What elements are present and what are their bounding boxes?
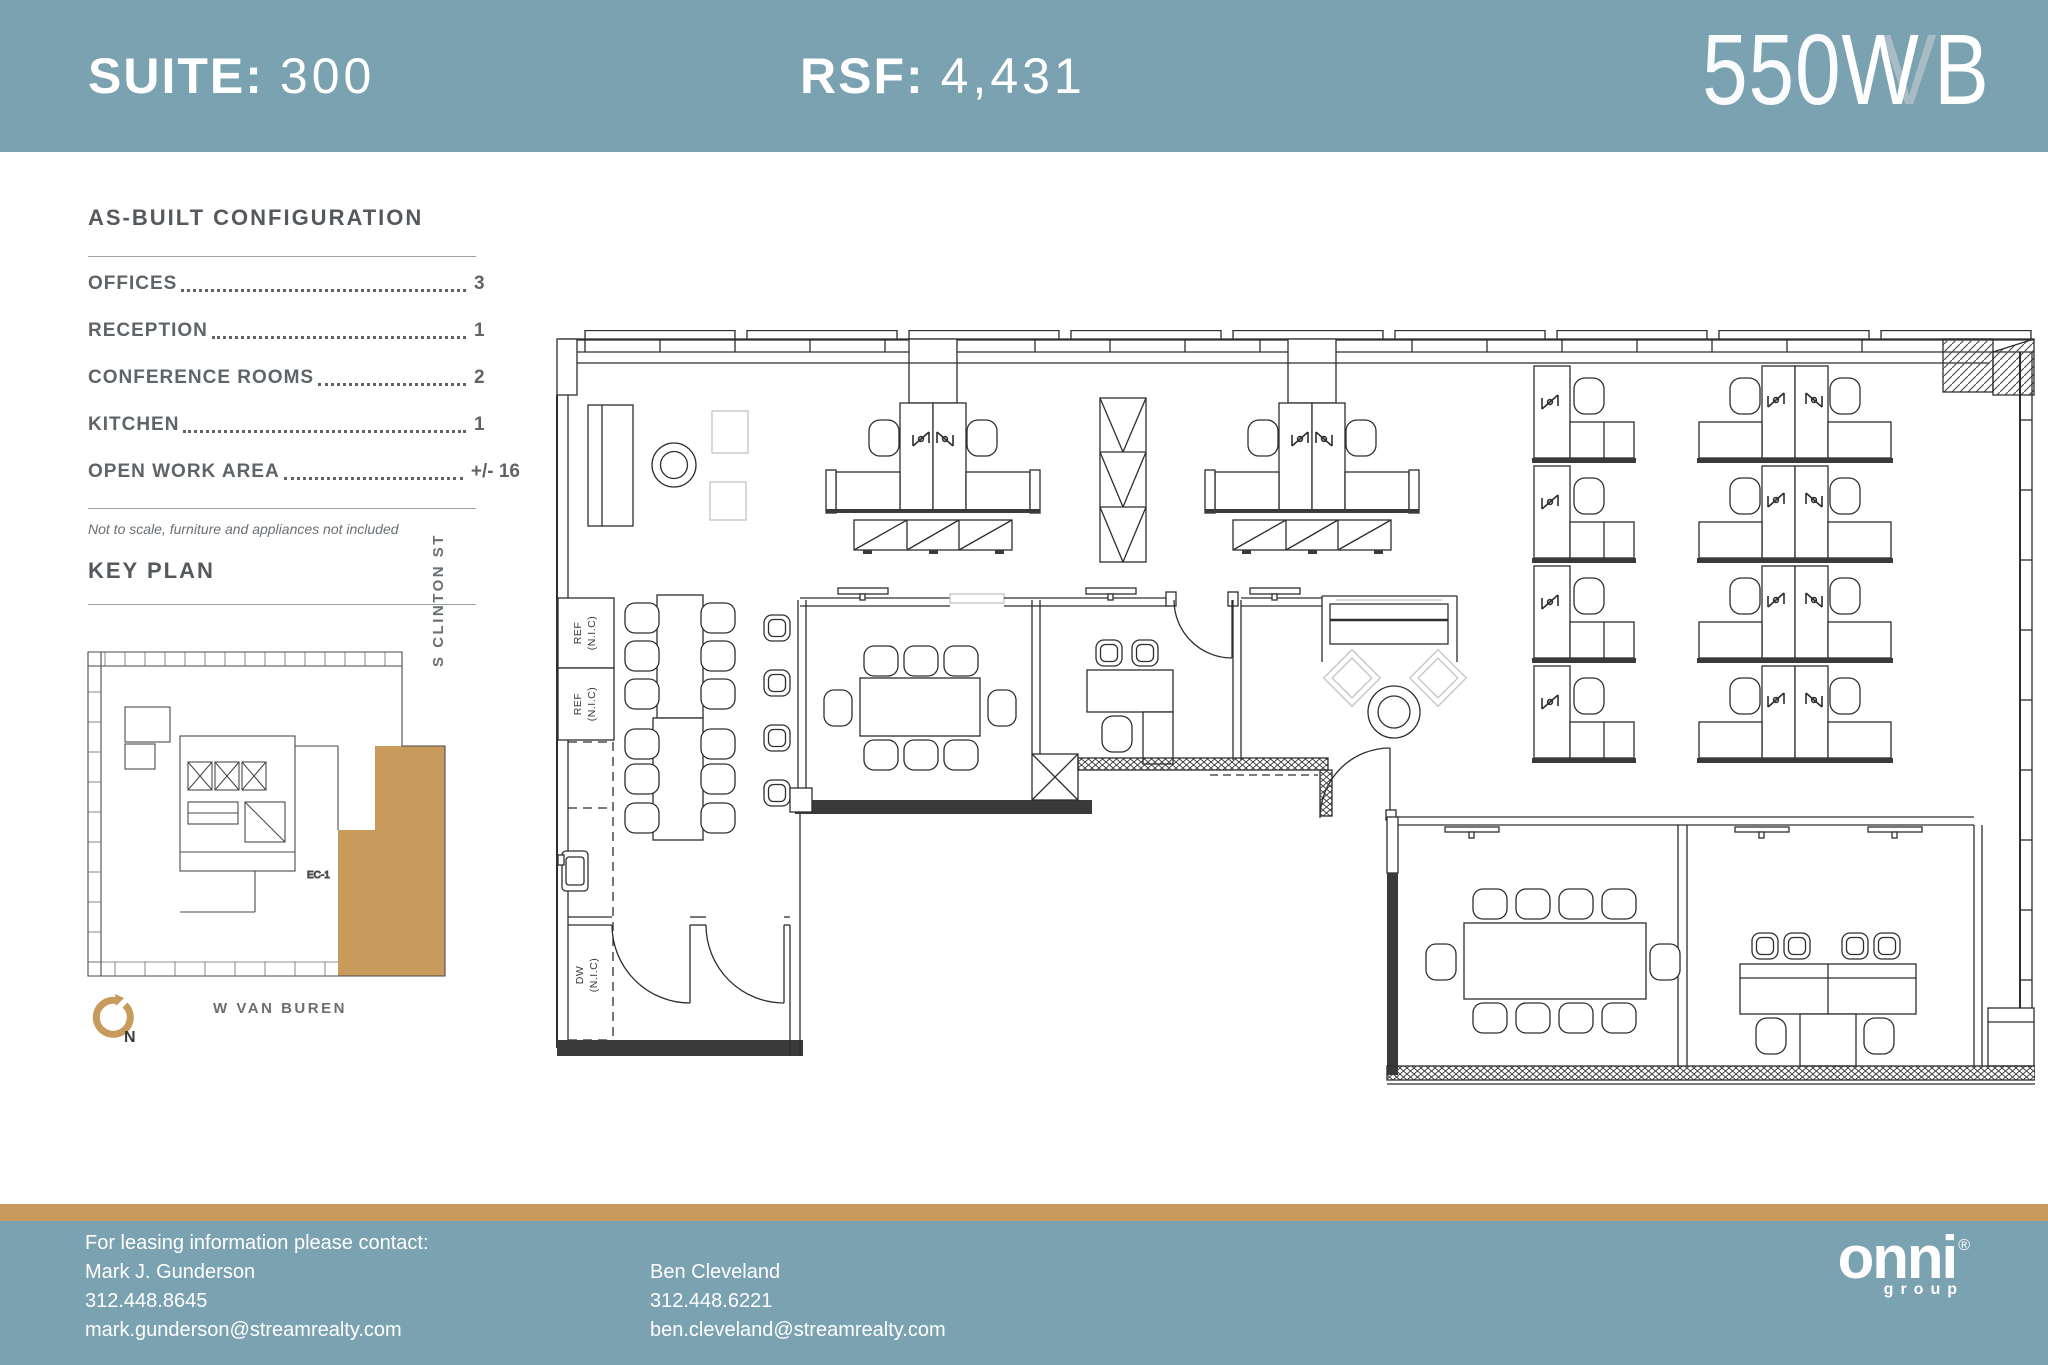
dot-leader bbox=[181, 289, 466, 292]
contact-block-1: For leasing information please contact: … bbox=[85, 1229, 429, 1345]
as-built-title: AS-BUILT CONFIGURATION bbox=[88, 205, 424, 230]
item-label: KITCHEN bbox=[88, 414, 180, 435]
rsf-title: RSF: 4,431 bbox=[800, 0, 1086, 152]
list-item: KITCHEN 1 bbox=[88, 414, 520, 436]
rsf-value: 4,431 bbox=[940, 48, 1086, 104]
ref-sub-1: (N.I.C) bbox=[586, 616, 598, 650]
list-item: CONFERENCE ROOMS 2 bbox=[88, 367, 520, 389]
tan-accent-stripe bbox=[0, 1204, 2048, 1221]
key-plan-highlighted-suite bbox=[338, 746, 445, 976]
suite-title: SUITE: 300 bbox=[88, 0, 375, 152]
divider bbox=[88, 604, 476, 605]
item-value: 3 bbox=[474, 273, 485, 294]
lounge-area bbox=[1241, 587, 1468, 821]
registered-mark: ® bbox=[1958, 1237, 1970, 1254]
item-value: 2 bbox=[474, 367, 485, 388]
item-value: 1 bbox=[474, 414, 485, 435]
window-wall-east bbox=[1987, 352, 2035, 1067]
workstation-cluster-1 bbox=[826, 339, 1040, 554]
ref-label-1: REF bbox=[572, 622, 584, 645]
workstation-cluster-2 bbox=[1205, 339, 1419, 554]
contact-phone: 312.448.6221 bbox=[650, 1290, 773, 1312]
ref-sub-2: (N.I.C) bbox=[586, 687, 598, 721]
wall-south-hatched bbox=[1386, 1065, 2035, 1085]
dot-leader bbox=[283, 477, 463, 480]
onni-group-logo: onni® group bbox=[1838, 1228, 1970, 1299]
550wb-logo: 550WVB bbox=[1702, 20, 1990, 120]
list-item: RECEPTION 1 bbox=[88, 320, 520, 342]
logo-b: B bbox=[1934, 14, 1990, 126]
key-plan-drawing: EC-1 bbox=[87, 651, 446, 977]
street-label-vanburen: W VAN BUREN bbox=[213, 1000, 347, 1017]
office-1 bbox=[1040, 587, 1329, 776]
meeting-room-2 bbox=[1734, 825, 1983, 1067]
contact-phone: 312.448.8645 bbox=[85, 1290, 208, 1312]
onni-wordmark: onni bbox=[1837, 1224, 1959, 1291]
logo-w: W bbox=[1841, 14, 1920, 126]
contact-intro: For leasing information please contact: bbox=[85, 1232, 429, 1254]
list-item: OFFICES 3 bbox=[88, 273, 520, 295]
item-label: CONFERENCE ROOMS bbox=[88, 367, 315, 388]
onni-group-sub: group bbox=[1883, 1281, 1964, 1298]
street-label-clinton: S CLINTON ST bbox=[430, 533, 447, 667]
key-plan-core bbox=[124, 706, 339, 913]
plan-labels: REF (N.I.C) REF (N.I.C) DW (N.I.C) bbox=[572, 616, 600, 992]
key-plan-room-label: EC-1 bbox=[307, 870, 330, 881]
item-label: OFFICES bbox=[88, 273, 178, 294]
conference-room-1 bbox=[789, 587, 1092, 814]
dw-sub: (N.I.C) bbox=[588, 958, 600, 992]
contact-email[interactable]: mark.gunderson@streamrealty.com bbox=[85, 1319, 402, 1341]
corner-column-hatched bbox=[1942, 338, 2035, 396]
divider bbox=[88, 256, 476, 257]
ref-label-2: REF bbox=[572, 693, 584, 716]
contact-name: Mark J. Gunderson bbox=[85, 1261, 256, 1283]
dot-leader bbox=[211, 336, 466, 339]
dot-leader bbox=[318, 383, 466, 386]
contact-block-2: Ben Cleveland 312.448.6221 ben.cleveland… bbox=[650, 1258, 946, 1345]
item-value: +/- 16 bbox=[470, 461, 520, 482]
north-label: N bbox=[124, 1029, 136, 1046]
divider bbox=[88, 508, 476, 509]
item-label: RECEPTION bbox=[88, 320, 208, 341]
logo-ghost-v: V bbox=[1882, 14, 1938, 126]
storage-cabinet bbox=[1099, 397, 1147, 563]
list-item: OPEN WORK AREA +/- 16 bbox=[88, 461, 520, 483]
kitchen-area bbox=[557, 594, 803, 1056]
disclaimer-note: Not to scale, furniture and appliances n… bbox=[88, 521, 399, 537]
key-plan-title: KEY PLAN bbox=[88, 558, 215, 583]
footer-bar: For leasing information please contact: … bbox=[0, 1221, 2048, 1365]
contact-name: Ben Cleveland bbox=[650, 1261, 781, 1283]
north-arrow-icon: N bbox=[92, 994, 136, 1046]
floor-plan: REF (N.I.C) REF (N.I.C) DW (N.I.C) bbox=[556, 330, 2035, 1085]
item-value: 1 bbox=[474, 320, 485, 341]
as-built-list: OFFICES 3 RECEPTION 1 CONFERENCE ROOMS 2… bbox=[88, 273, 520, 511]
item-label: OPEN WORK AREA bbox=[88, 461, 280, 482]
rsf-label: RSF: bbox=[800, 48, 925, 104]
dot-leader bbox=[183, 430, 466, 433]
suite-label: SUITE: bbox=[88, 48, 264, 104]
contact-email[interactable]: ben.cleveland@streamrealty.com bbox=[650, 1319, 946, 1341]
logo-550: 550 bbox=[1702, 14, 1842, 126]
dw-label: DW bbox=[574, 966, 586, 985]
suite-value: 300 bbox=[279, 48, 376, 104]
reception-area bbox=[587, 404, 749, 527]
window-wall-north bbox=[556, 330, 2034, 396]
header-bar: SUITE: 300 RSF: 4,431 550WVB bbox=[0, 0, 2048, 152]
open-work-area bbox=[1532, 366, 1893, 763]
conference-room-2 bbox=[1386, 816, 1974, 1075]
